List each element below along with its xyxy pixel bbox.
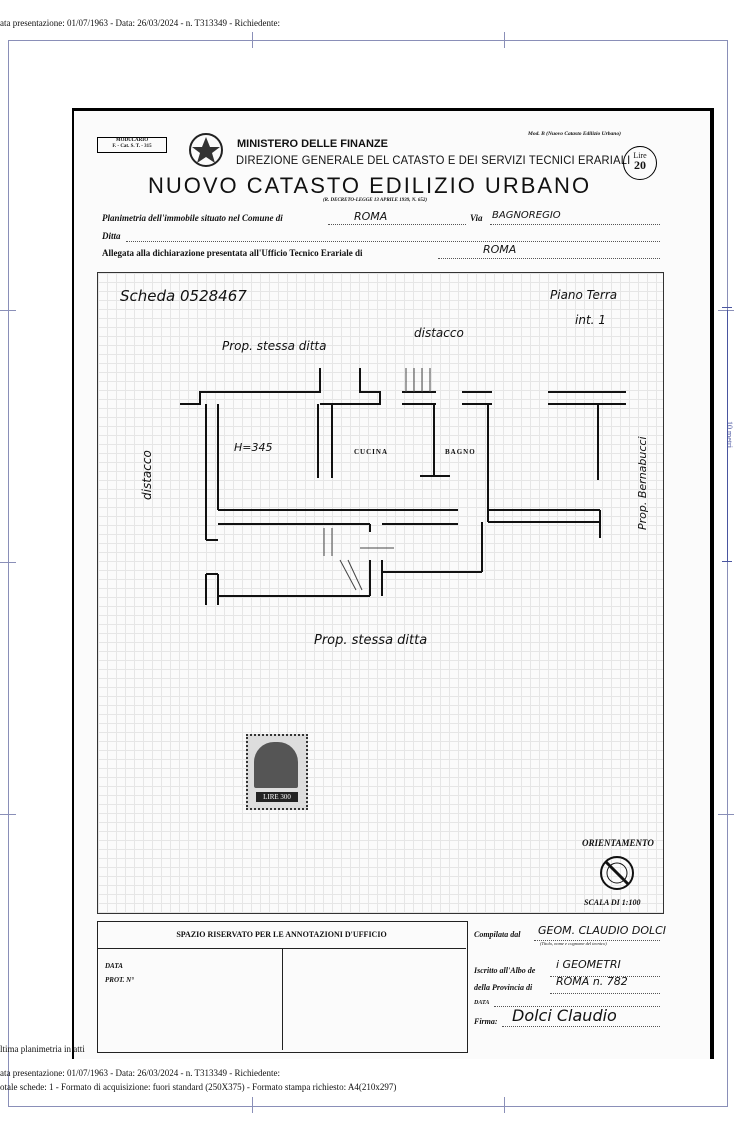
frame-tick <box>504 32 505 48</box>
orientation-label: ORIENTAMENTO <box>582 838 654 848</box>
ditta-line <box>126 241 660 242</box>
scale-bar-cap <box>722 561 732 562</box>
room-bathroom-label: BAGNO <box>445 448 476 456</box>
form-title: NUOVO CATASTO EDILIZIO URBANO <box>148 173 592 198</box>
office-data-label: DATA <box>105 962 123 970</box>
direction-title: DIREZIONE GENERALE DEL CATASTO E DEI SER… <box>236 153 631 167</box>
provincia-line <box>550 993 660 994</box>
scale-label: SCALA DI 1:100 <box>584 898 641 907</box>
frame-tick <box>252 32 253 48</box>
modulario-box: MODULARIO F. - Cat. S. T. - 315 <box>97 137 167 153</box>
via-label: Via <box>470 213 483 223</box>
page-frame <box>8 40 728 1107</box>
firma-line <box>502 1026 660 1027</box>
frame-tick <box>0 562 16 563</box>
floor-plan-walls <box>180 368 626 605</box>
signature: Dolci Claudio <box>512 1006 617 1025</box>
iscritto-value: i GEOMETRI <box>556 958 621 971</box>
distacco-top-label: distacco <box>414 326 464 340</box>
footer-line-2: otale schede: 1 - Formato di acquisizion… <box>0 1082 397 1092</box>
revenue-stamp-value: LIRE 300 <box>256 792 298 802</box>
compiler-data-label: DATA <box>474 1000 490 1006</box>
stamp-value: 20 <box>634 158 646 172</box>
prop-bottom-label: Prop. stessa ditta <box>314 633 428 648</box>
compilata-line <box>534 940 660 941</box>
office-box-divider <box>282 948 283 1050</box>
iscritto-label: Iscritto all'Albo de <box>474 966 536 975</box>
page-header: ata presentazione: 01/07/1963 - Data: 26… <box>0 18 281 28</box>
firma-label: Firma: <box>474 1017 498 1026</box>
ministry-title: MINISTERO DELLE FINANZE <box>237 138 388 150</box>
prop-top-label: Prop. stessa ditta <box>222 339 327 353</box>
compilata-value: GEOM. CLAUDIO DOLCI <box>538 924 667 937</box>
planimetria-label: Planimetria dell'immobile situato nel Co… <box>102 213 283 223</box>
footer-line-1: ata presentazione: 01/07/1963 - Data: 26… <box>0 1068 281 1078</box>
provincia-value: ROMA n. 782 <box>556 975 628 988</box>
floor-plan <box>97 272 664 914</box>
stamp-portrait-icon <box>254 742 298 788</box>
revenue-stamp: LIRE 300 <box>246 734 308 810</box>
piano-label: Piano Terra <box>550 288 618 302</box>
allegata-label: Allegata alla dichiarazione presentata a… <box>102 248 363 258</box>
scheda-label: Scheda 0528467 <box>120 287 247 305</box>
via-value: BAGNOREGIO <box>492 210 561 221</box>
compilata-label: Compilata dal <box>474 930 521 939</box>
frame-tick <box>0 310 16 311</box>
frame-tick <box>718 814 734 815</box>
decree-label: (R. DECRETO-LEGGE 13 APRILE 1939, N. 652… <box>323 198 428 203</box>
provincia-label: della Provincia di <box>474 983 533 992</box>
frame-tick <box>718 310 734 311</box>
scale-bar <box>727 310 728 562</box>
emblem-icon <box>189 133 223 167</box>
ufficio-line <box>438 258 660 259</box>
mod-b-label: Mod. B (Nuovo Catasto Edilizio Urbano) <box>528 131 621 137</box>
frame-tick <box>252 1097 253 1113</box>
iscritto-line <box>550 976 660 977</box>
comune-value: ROMA <box>354 210 388 223</box>
compiler-data-line <box>494 1006 660 1007</box>
frame-tick <box>504 1097 505 1113</box>
scale-bar-label: 10 metri <box>724 421 734 448</box>
office-prot-label: PROT. N° <box>105 976 134 984</box>
ufficio-value: ROMA <box>483 243 517 256</box>
stamp-duty-circle: Lire 20 <box>623 146 657 180</box>
room-kitchen-label: CUCINA <box>354 448 388 456</box>
north-arrow-icon <box>600 856 634 890</box>
height-label: H=345 <box>234 441 273 454</box>
footer-ultima: ltima planimetria in atti <box>0 1044 85 1054</box>
ditta-label: Ditta <box>102 231 121 241</box>
stamp-lire: Lire <box>633 151 647 160</box>
titolo-note: (Titolo, nome e cognome del tecnico) <box>540 941 607 946</box>
via-line <box>490 224 660 225</box>
distacco-left-label: distacco <box>140 450 154 500</box>
frame-tick <box>0 814 16 815</box>
office-reserved-box <box>97 921 468 1053</box>
comune-line <box>328 224 466 225</box>
office-box-title: SPAZIO RISERVATO PER LE ANNOTAZIONI D'UF… <box>97 922 466 949</box>
scale-bar-cap <box>722 307 732 308</box>
interno-label: int. 1 <box>575 313 606 327</box>
